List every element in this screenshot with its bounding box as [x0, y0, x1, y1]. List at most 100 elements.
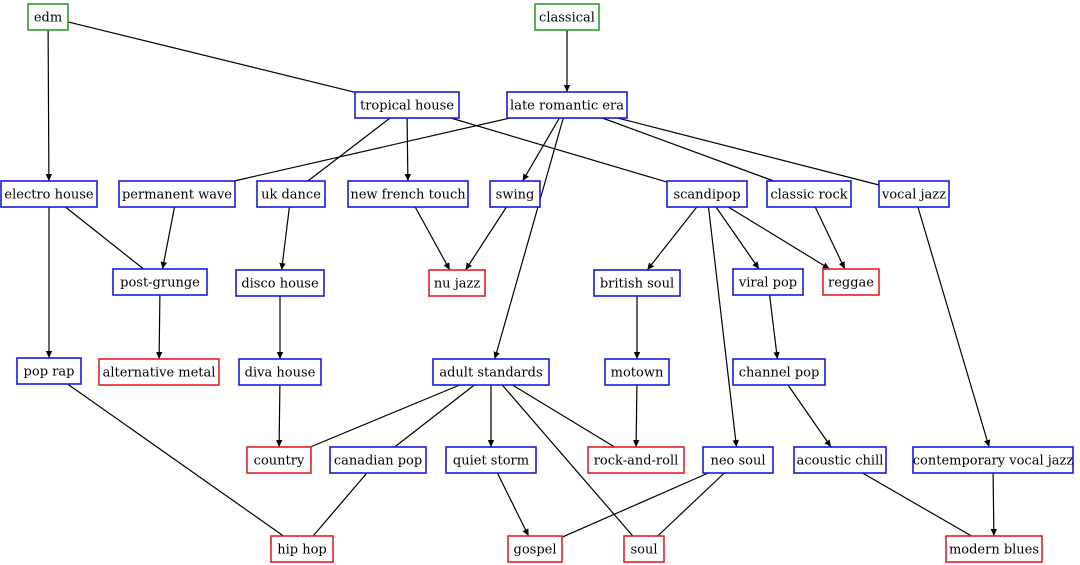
node-tropical-house: tropical house: [354, 91, 460, 119]
node-label-swing: swing: [496, 188, 535, 203]
node-box-post-grunge: [112, 268, 208, 296]
node-box-new-french-touch: [347, 180, 469, 208]
node-label-rock-and-roll: rock-and-roll: [594, 454, 679, 469]
node-box-viral-pop: [732, 268, 804, 296]
node-label-viral-pop: viral pop: [738, 276, 797, 291]
node-post-grunge: post-grunge: [112, 268, 208, 296]
edge-acoustic-chill-to-modern-blues: [862, 472, 972, 537]
node-label-diva-house: diva house: [245, 366, 316, 381]
node-adult-standards: adult standards: [432, 358, 550, 386]
node-box-contemporary-vocal-jazz: [912, 446, 1074, 474]
edge-edm-to-electro-house: [45, 29, 53, 182]
node-label-disco-house: disco house: [241, 277, 319, 292]
node-box-motown: [604, 358, 670, 386]
node-modern-blues: modern blues: [945, 535, 1043, 563]
node-box-acoustic-chill: [793, 446, 887, 474]
node-label-soul: soul: [630, 543, 657, 558]
edge-late-romantic-era-to-permanent-wave: [233, 117, 511, 182]
node-label-post-grunge: post-grunge: [120, 276, 200, 291]
edge-permanent-wave-to-post-grunge: [160, 206, 176, 270]
edge-electro-house-to-post-grunge: [65, 206, 144, 270]
edge-uk-dance-to-disco-house: [279, 206, 290, 271]
node-label-tropical-house: tropical house: [360, 99, 454, 114]
node-box-vocal-jazz: [878, 180, 950, 208]
edge-canadian-pop-to-hip-hop: [312, 472, 368, 537]
node-nu-jazz: nu jazz: [428, 269, 486, 297]
node-box-alternative-metal: [98, 358, 220, 386]
node-gospel: gospel: [507, 535, 563, 563]
node-box-rock-and-roll: [587, 446, 685, 474]
node-box-pop-rap: [16, 357, 82, 385]
node-box-channel-pop: [732, 358, 826, 386]
node-box-swing: [489, 180, 541, 208]
edge-neo-soul-to-gospel: [561, 472, 709, 538]
node-label-quiet-storm: quiet storm: [453, 454, 529, 469]
edge-channel-pop-to-acoustic-chill: [787, 384, 832, 448]
edge-scandipop-to-british-soul: [646, 206, 698, 271]
node-label-contemporary-vocal-jazz: contemporary vocal jazz: [913, 454, 1074, 469]
node-label-hip-hop: hip hop: [277, 543, 327, 558]
node-box-reggae: [822, 268, 880, 296]
node-box-late-romantic-era: [506, 91, 628, 119]
node-label-nu-jazz: nu jazz: [434, 277, 481, 292]
node-box-classical: [534, 3, 600, 31]
node-box-permanent-wave: [118, 180, 236, 208]
node-canadian-pop: canadian pop: [329, 446, 427, 474]
node-label-country: country: [254, 454, 305, 469]
edge-adult-standards-to-canadian-pop: [394, 384, 475, 448]
edge-swing-to-nu-jazz: [464, 206, 508, 271]
node-label-uk-dance: uk dance: [261, 188, 321, 203]
node-classic-rock: classic rock: [766, 180, 852, 208]
node-label-edm: edm: [34, 11, 62, 26]
node-vocal-jazz: vocal jazz: [878, 180, 950, 208]
edge-classic-rock-to-reggae: [814, 206, 846, 270]
edge-tropical-house-to-uk-dance: [307, 117, 391, 182]
node-label-electro-house: electro house: [4, 188, 93, 203]
node-box-electro-house: [0, 180, 98, 208]
edge-scandipop-to-viral-pop: [715, 206, 760, 270]
node-permanent-wave: permanent wave: [118, 180, 236, 208]
node-label-motown: motown: [611, 366, 664, 381]
edge-late-romantic-era-to-swing: [522, 117, 560, 182]
edge-motown-to-rock-and-roll: [632, 384, 640, 448]
node-pop-rap: pop rap: [16, 357, 82, 385]
node-box-quiet-storm: [445, 446, 537, 474]
node-label-new-french-touch: new french touch: [350, 188, 466, 203]
edge-vocal-jazz-to-contemporary-vocal-jazz: [917, 206, 991, 448]
edge-contemporary-vocal-jazz-to-modern-blues: [990, 472, 998, 537]
node-box-country: [246, 446, 312, 474]
node-label-late-romantic-era: late romantic era: [510, 99, 624, 114]
node-soul: soul: [623, 535, 665, 563]
edge-edm-to-tropical-house: [67, 21, 356, 93]
node-reggae: reggae: [822, 268, 880, 296]
node-disco-house: disco house: [235, 269, 325, 297]
node-box-scandipop: [666, 180, 748, 208]
node-label-gospel: gospel: [514, 543, 557, 558]
node-box-disco-house: [235, 269, 325, 297]
edge-diva-house-to-country: [275, 384, 283, 448]
node-box-soul: [623, 535, 665, 563]
node-channel-pop: channel pop: [732, 358, 826, 386]
node-box-diva-house: [238, 358, 322, 386]
node-label-pop-rap: pop rap: [24, 365, 75, 380]
node-electro-house: electro house: [0, 180, 98, 208]
edge-quiet-storm-to-gospel: [496, 472, 530, 537]
edge-scandipop-to-reggae: [727, 206, 831, 270]
node-box-adult-standards: [432, 358, 550, 386]
node-label-vocal-jazz: vocal jazz: [881, 188, 946, 203]
node-diva-house: diva house: [238, 358, 322, 386]
edge-late-romantic-era-to-vocal-jazz: [617, 117, 880, 186]
node-country: country: [246, 446, 312, 474]
node-box-modern-blues: [945, 535, 1043, 563]
node-quiet-storm: quiet storm: [445, 446, 537, 474]
edge-viral-pop-to-channel-pop: [769, 294, 780, 360]
node-neo-soul: neo soul: [702, 446, 774, 474]
node-label-reggae: reggae: [828, 276, 874, 291]
node-swing: swing: [489, 180, 541, 208]
node-label-channel-pop: channel pop: [739, 366, 820, 381]
node-label-acoustic-chill: acoustic chill: [797, 454, 884, 469]
node-box-nu-jazz: [428, 269, 486, 297]
node-box-gospel: [507, 535, 563, 563]
node-label-classic-rock: classic rock: [770, 188, 847, 203]
